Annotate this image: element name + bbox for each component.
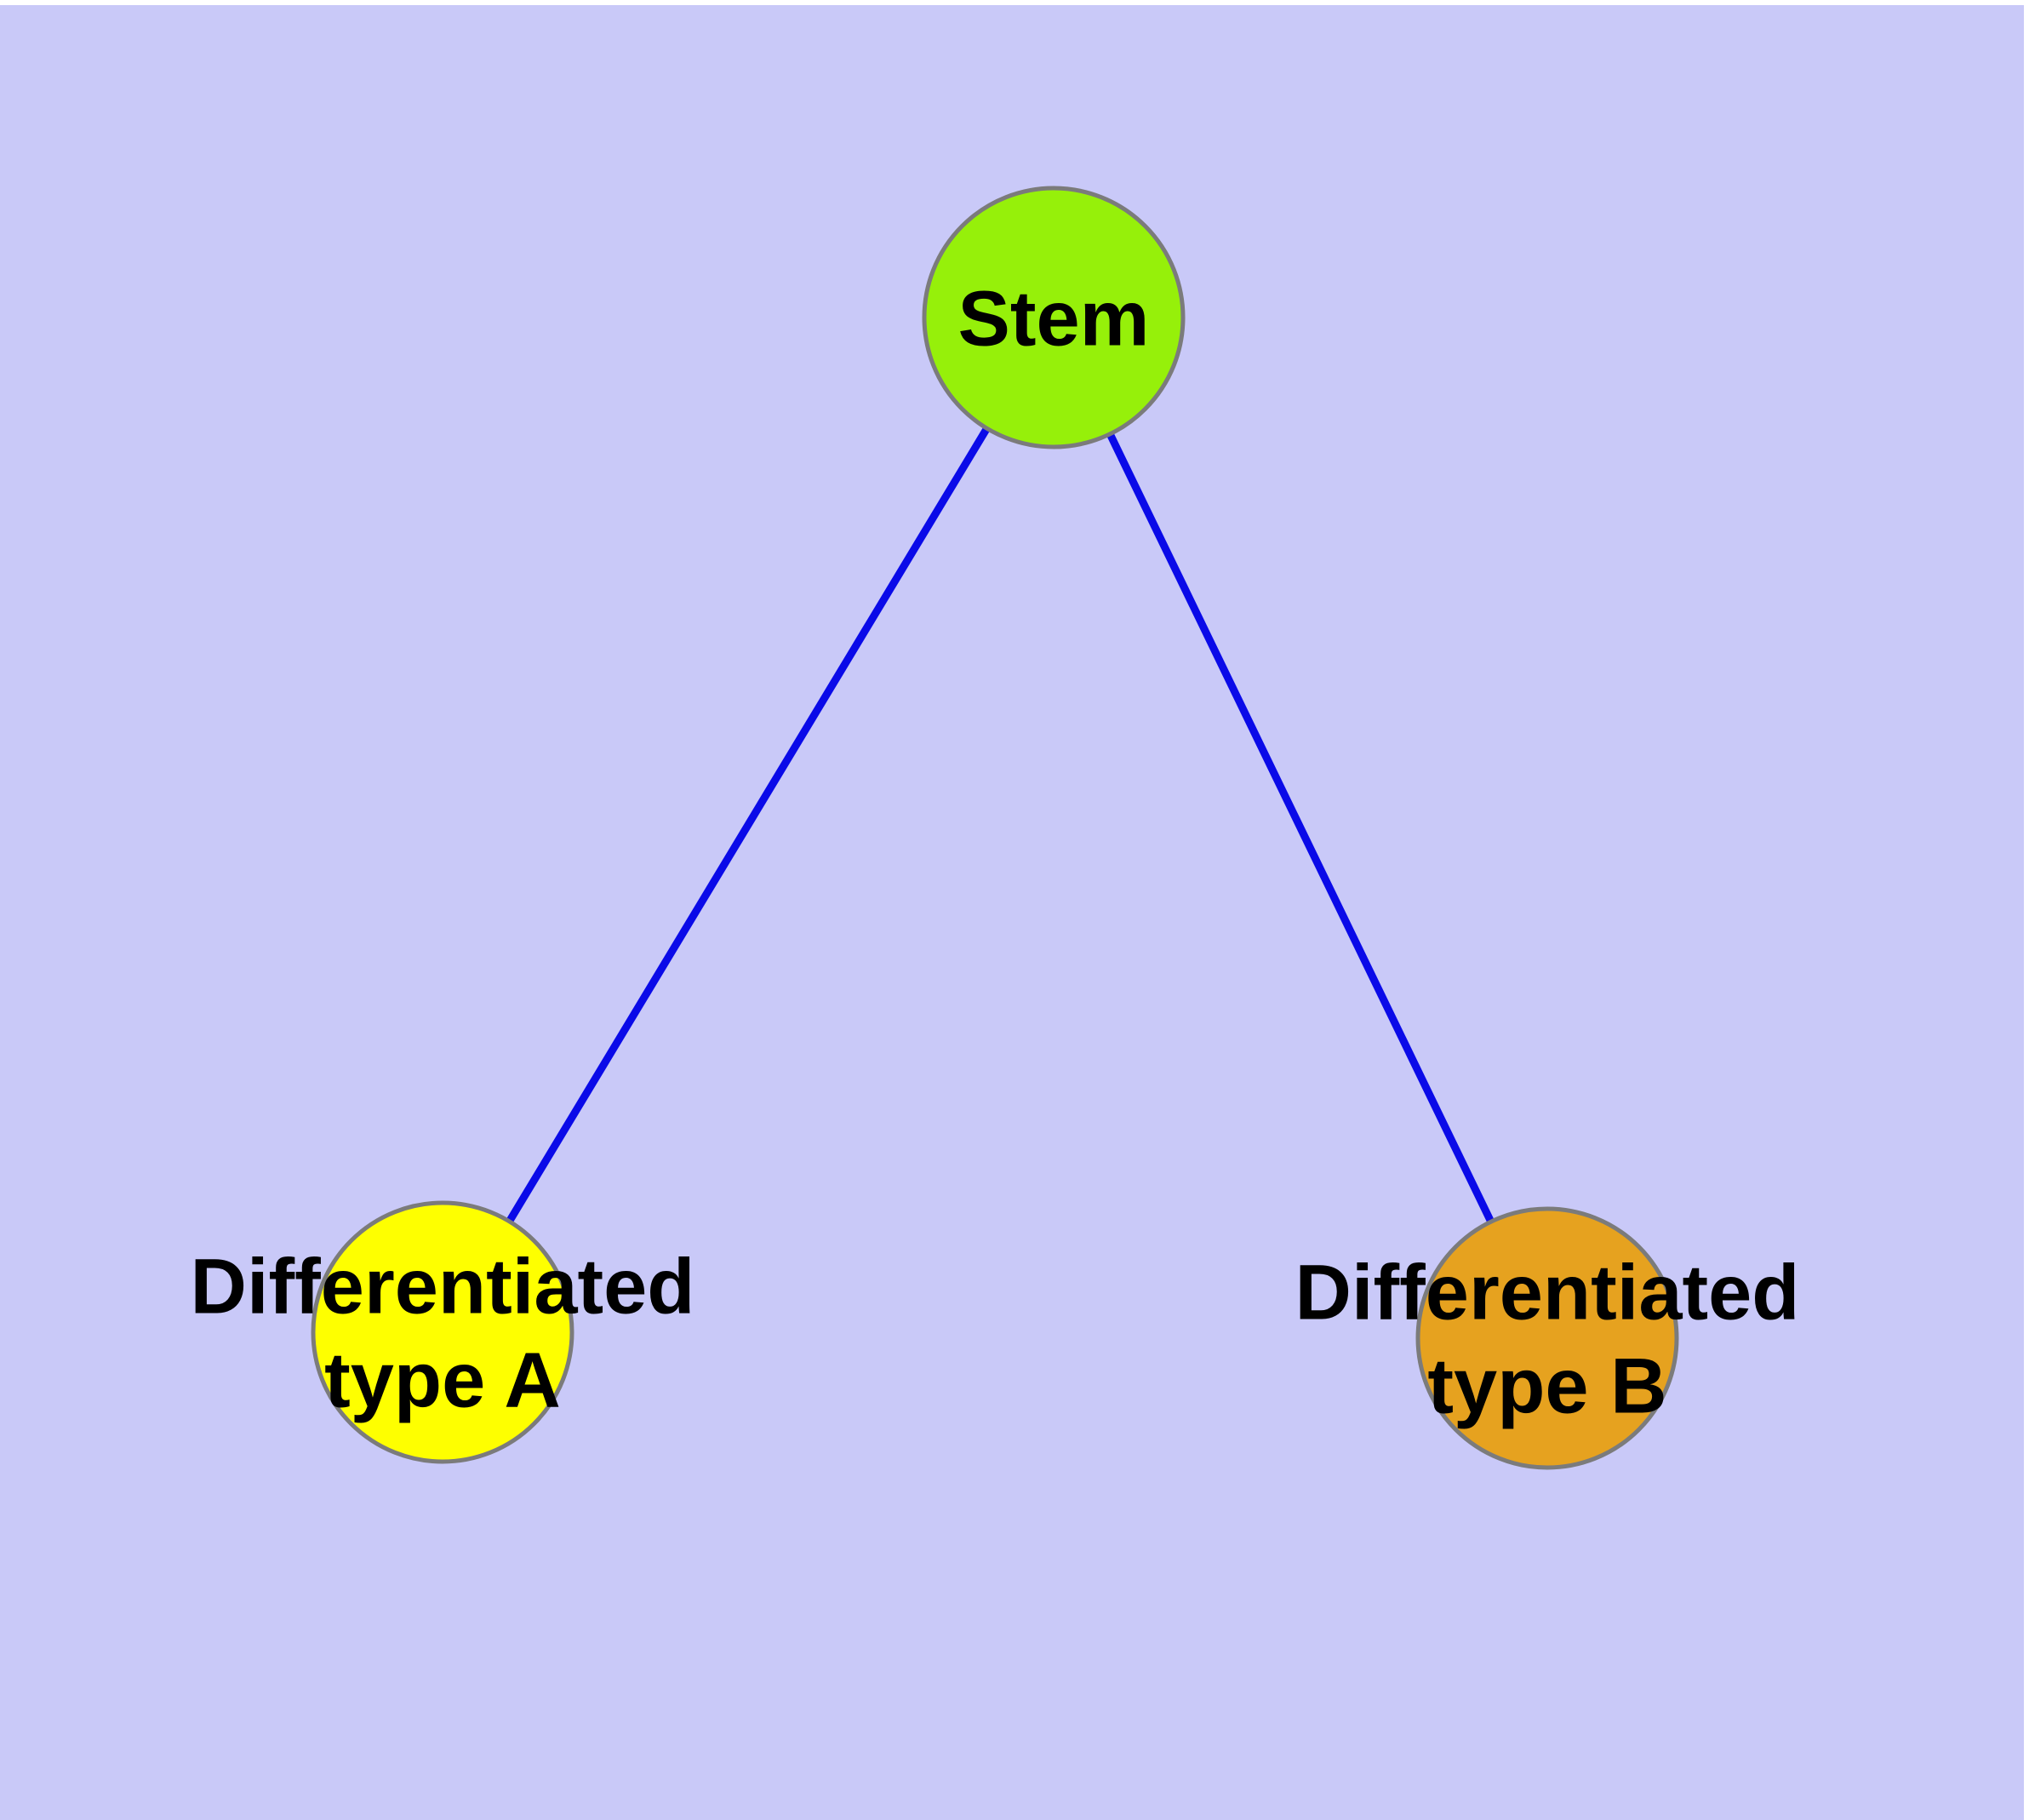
node-label-stem: Stem (958, 276, 1150, 363)
node-stem (922, 186, 1186, 449)
edge-stem-to-diff-a (439, 315, 1057, 1335)
edge-stem-to-diff-b (1049, 316, 1552, 1340)
node-diff-a (311, 1200, 574, 1464)
node-diff-b (1415, 1206, 1679, 1470)
